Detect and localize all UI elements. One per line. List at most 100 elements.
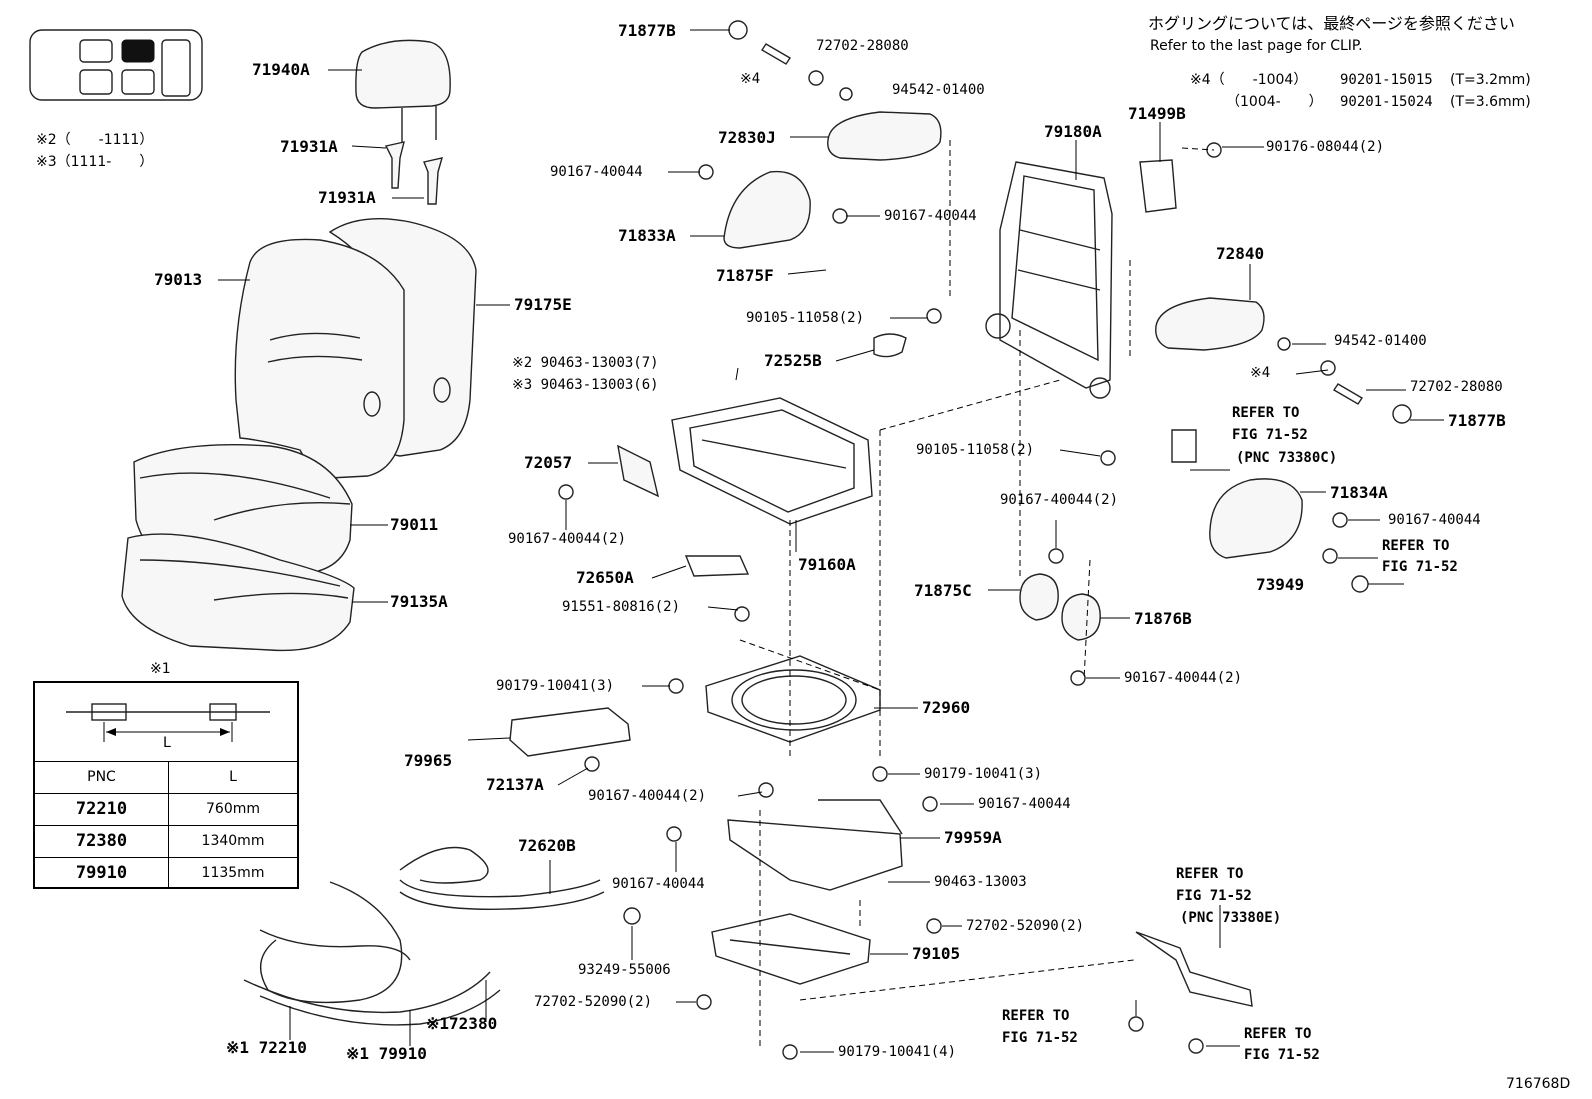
part-label[interactable]: 79180A — [1044, 122, 1102, 141]
cable-table-title: ※1 — [150, 661, 171, 677]
part-label[interactable]: 72525B — [764, 351, 822, 370]
part-label[interactable]: 72840 — [1216, 244, 1265, 263]
refer-note[interactable]: REFER TO — [1232, 405, 1300, 421]
part-label[interactable]: 79135A — [390, 592, 448, 611]
refer-note[interactable]: REFER TO — [1176, 866, 1244, 882]
part-label[interactable]: ※4 — [740, 71, 761, 87]
part-label[interactable]: 71940A — [252, 60, 310, 79]
part-label[interactable]: 90179-10041(4) — [838, 1044, 957, 1060]
part-label[interactable]: 90167-40044 — [884, 208, 977, 224]
swivel-plate-illustration — [705, 655, 881, 743]
part-label[interactable]: 90463-13003 — [934, 874, 1027, 890]
refer-note[interactable]: REFER TO — [1002, 1008, 1070, 1024]
note4-row-b-marker: （1004- ） — [1226, 94, 1323, 110]
column-header-pnc: PNC — [35, 761, 169, 793]
part-label[interactable]: 90167-40044(2) — [1124, 670, 1243, 686]
part-label[interactable]: 90167-40044(2) — [588, 788, 707, 804]
part-label[interactable]: 90167-40044(2) — [1000, 492, 1119, 508]
part-label[interactable]: 72830J — [718, 128, 776, 147]
refer-note[interactable]: REFER TO — [1382, 538, 1450, 554]
note4-row-a-spec: (T=3.2mm) — [1450, 72, 1531, 88]
part-label[interactable]: 90167-40044 — [978, 796, 1071, 812]
table-row[interactable]: 72210 760mm — [35, 793, 297, 826]
part-label[interactable]: 90167-40044 — [550, 164, 643, 180]
seat-locator-icon — [29, 29, 203, 101]
headrest-illustration — [355, 39, 451, 205]
note4-row-b-part: 90201-15024 — [1340, 94, 1433, 110]
part-label[interactable]: 79011 — [390, 515, 439, 534]
part-label[interactable]: 91551-80816(2) — [562, 599, 681, 615]
part-label[interactable]: 72137A — [486, 775, 544, 794]
part-label[interactable]: 71499B — [1128, 104, 1186, 123]
part-label[interactable]: 93249-55006 — [578, 962, 671, 978]
assembly-guide-lines — [739, 140, 1215, 1050]
part-label[interactable]: 90179-10041(3) — [496, 678, 615, 694]
dimension-l-label: L — [163, 735, 171, 751]
part-label[interactable]: 79959A — [944, 828, 1002, 847]
part-label[interactable]: 90105-11058(2) — [746, 310, 865, 326]
part-label[interactable]: 71877B — [1448, 411, 1506, 430]
part-label[interactable]: 71931A — [280, 137, 338, 156]
part-label[interactable]: ※4 — [1250, 365, 1271, 381]
part-label[interactable]: 71875F — [716, 266, 774, 285]
part-label[interactable]: 72650A — [576, 568, 634, 587]
part-label[interactable]: 90176-08044(2) — [1266, 139, 1385, 155]
refer-note[interactable]: (PNC 73380C) — [1236, 450, 1338, 466]
part-label[interactable]: ※172380 — [426, 1014, 498, 1033]
refer-note[interactable]: FIG 71-52 — [1382, 559, 1458, 575]
part-label[interactable]: 90105-11058(2) — [916, 442, 1035, 458]
part-label[interactable]: 71876B — [1134, 609, 1192, 628]
part-label[interactable]: 71931A — [318, 188, 376, 207]
table-row[interactable]: 72380 1340mm — [35, 825, 297, 858]
part-label[interactable]: 72702-52090(2) — [966, 918, 1085, 934]
note4-row-b-spec: (T=3.6mm) — [1450, 94, 1531, 110]
note2-range: ※2（ -1111） — [36, 132, 154, 148]
clip-note-english: Refer to the last page for CLIP. — [1150, 38, 1363, 54]
part-label[interactable]: 72057 — [524, 453, 573, 472]
cushion-frame-illustration — [617, 397, 873, 577]
part-label[interactable]: 94542-01400 — [1334, 333, 1427, 349]
part-label[interactable]: 71833A — [618, 226, 676, 245]
part-label[interactable]: 79965 — [404, 751, 453, 770]
part-label[interactable]: 71875C — [914, 581, 972, 600]
refer-note[interactable]: FIG 71-52 — [1002, 1030, 1078, 1046]
refer-note[interactable]: FIG 71-52 — [1176, 888, 1252, 904]
part-label[interactable]: 90179-10041(3) — [924, 766, 1043, 782]
seatback-frame-illustration — [985, 159, 1177, 399]
refer-note[interactable]: FIG 71-52 — [1244, 1047, 1320, 1063]
refer-note[interactable]: FIG 71-52 — [1232, 427, 1308, 443]
refer-note[interactable]: REFER TO — [1244, 1026, 1312, 1042]
note3-range: ※3（1111- ） — [36, 154, 154, 170]
part-label[interactable]: 72960 — [922, 698, 971, 717]
part-label[interactable]: 72620B — [518, 836, 576, 855]
table-row[interactable]: 79910 1135mm — [35, 857, 297, 889]
part-label[interactable]: 71877B — [618, 21, 676, 40]
part-label[interactable]: ※2 90463-13003(7) — [512, 355, 659, 371]
lower-bracket-illustration — [509, 707, 903, 891]
length-cell: 1135mm — [201, 865, 265, 881]
part-label[interactable]: 73949 — [1256, 575, 1305, 594]
part-label[interactable]: 94542-01400 — [892, 82, 985, 98]
part-label[interactable]: ※1 72210 — [226, 1038, 307, 1057]
cable-illustration — [243, 846, 605, 1026]
cable-dimension-sketch — [66, 703, 270, 742]
part-label[interactable]: 90167-40044(2) — [508, 531, 627, 547]
part-label[interactable]: ※3 90463-13003(6) — [512, 377, 659, 393]
part-label[interactable]: 71834A — [1330, 483, 1388, 502]
part-label[interactable]: 79013 — [154, 270, 203, 289]
part-label[interactable]: ※1 79910 — [346, 1044, 427, 1063]
part-label[interactable]: 72702-28080 — [1410, 379, 1503, 395]
part-label[interactable]: 79105 — [912, 944, 961, 963]
cable-length-table: L PNC L 72210 760mm 72380 1340mm 79910 1… — [33, 681, 299, 889]
refer-note[interactable]: (PNC 73380E) — [1180, 910, 1282, 926]
part-label[interactable]: 72702-52090(2) — [534, 994, 653, 1010]
part-label[interactable]: 90167-40044 — [612, 876, 705, 892]
clip-note-japanese: ホグリングについては、最終ページを参照ください — [1148, 14, 1515, 33]
note4-row-a-marker: ※4（ -1004） — [1190, 72, 1308, 88]
part-label[interactable]: 79175E — [514, 295, 572, 314]
part-label[interactable]: 90167-40044 — [1388, 512, 1481, 528]
part-label[interactable]: 79160A — [798, 555, 856, 574]
seat-base-illustration — [711, 913, 1253, 1007]
armrest-illustration — [827, 111, 1265, 351]
part-label[interactable]: 72702-28080 — [816, 38, 909, 54]
